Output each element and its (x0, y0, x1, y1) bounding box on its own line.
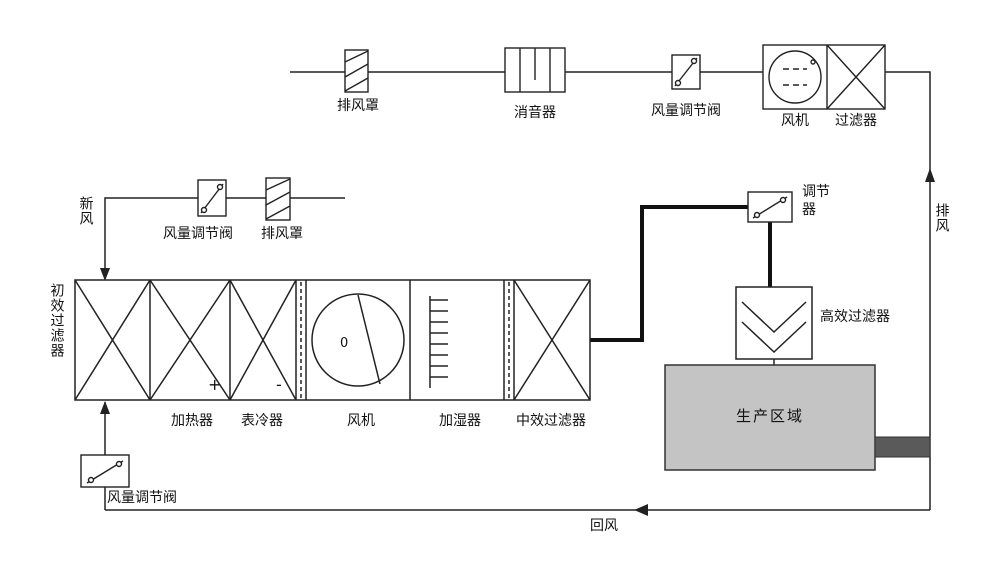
fan-hub-mark: 0 (340, 336, 348, 351)
primary-filter-label: 初效过滤器 (48, 283, 65, 358)
hepa-filter-label: 高效过滤器 (820, 309, 890, 325)
top-filter-label: 过滤器 (835, 113, 877, 129)
heater-plus-sign: + (208, 375, 221, 394)
hepa-filter-symbol (735, 286, 813, 360)
heater-label: 加热器 (171, 413, 213, 429)
top-valve-label: 风量调节阀 (651, 103, 721, 119)
supply-duct-run (590, 205, 748, 342)
production-area-label: 生产区域 (735, 407, 804, 425)
heater-x (149, 279, 231, 401)
fresh-air-arrow-down (100, 268, 110, 281)
exhaust-arrow-up (925, 168, 935, 182)
mid-exhaust-hood-symbol (265, 177, 291, 221)
mid-valve-label: 风量调节阀 (163, 226, 233, 242)
return-arrow-left (634, 504, 648, 516)
right-exhaust-riser (885, 71, 931, 510)
bottom-volume-valve-symbol (80, 454, 130, 488)
top-fan-filter-symbol (762, 44, 886, 110)
exhaust-air-label: 排风 (933, 203, 950, 233)
ahu-unit (74, 279, 591, 401)
mid-hood-label: 排风罩 (261, 226, 303, 242)
top-filter-x (826, 44, 886, 110)
top-volume-valve-symbol (671, 54, 701, 90)
cooler-label: 表冷器 (241, 413, 283, 429)
humidifier-comb (429, 296, 448, 388)
return-air-label: 回风 (590, 518, 618, 534)
return-arrow-up (100, 401, 110, 414)
production-area-box (664, 364, 876, 471)
fresh-air-duct (104, 197, 345, 279)
fresh-air-label: 新风 (77, 196, 94, 226)
top-fan-circle (768, 50, 822, 104)
eliminator-dashes (300, 282, 510, 398)
top-exhaust-hood-symbol (344, 49, 369, 93)
bottom-valve-label: 风量调节阀 (107, 490, 177, 506)
mid-volume-valve-symbol (197, 179, 227, 217)
regulator-valve-symbol (747, 191, 793, 223)
top-hood-label: 排风罩 (337, 98, 379, 114)
ahu-fan-label: 风机 (347, 413, 375, 429)
top-fan-label: 风机 (781, 113, 809, 129)
silencer-symbol (504, 47, 566, 93)
production-outlet-connector (874, 436, 931, 458)
supply-duct (590, 205, 772, 342)
medium-filter-label: 中效过滤器 (516, 413, 586, 429)
ahu-fan-circle (311, 293, 405, 387)
primary-filter-x (74, 279, 151, 401)
humidifier-label: 加湿器 (439, 413, 481, 429)
flow-arrows (100, 168, 935, 516)
cooler-x (229, 279, 297, 401)
ahu-fan-blade (357, 294, 381, 385)
medium-filter-x (513, 279, 591, 401)
regulator-label: 调节器 (802, 184, 830, 218)
cooler-minus-sign: - (276, 375, 282, 394)
silencer-label: 消音器 (514, 105, 556, 121)
